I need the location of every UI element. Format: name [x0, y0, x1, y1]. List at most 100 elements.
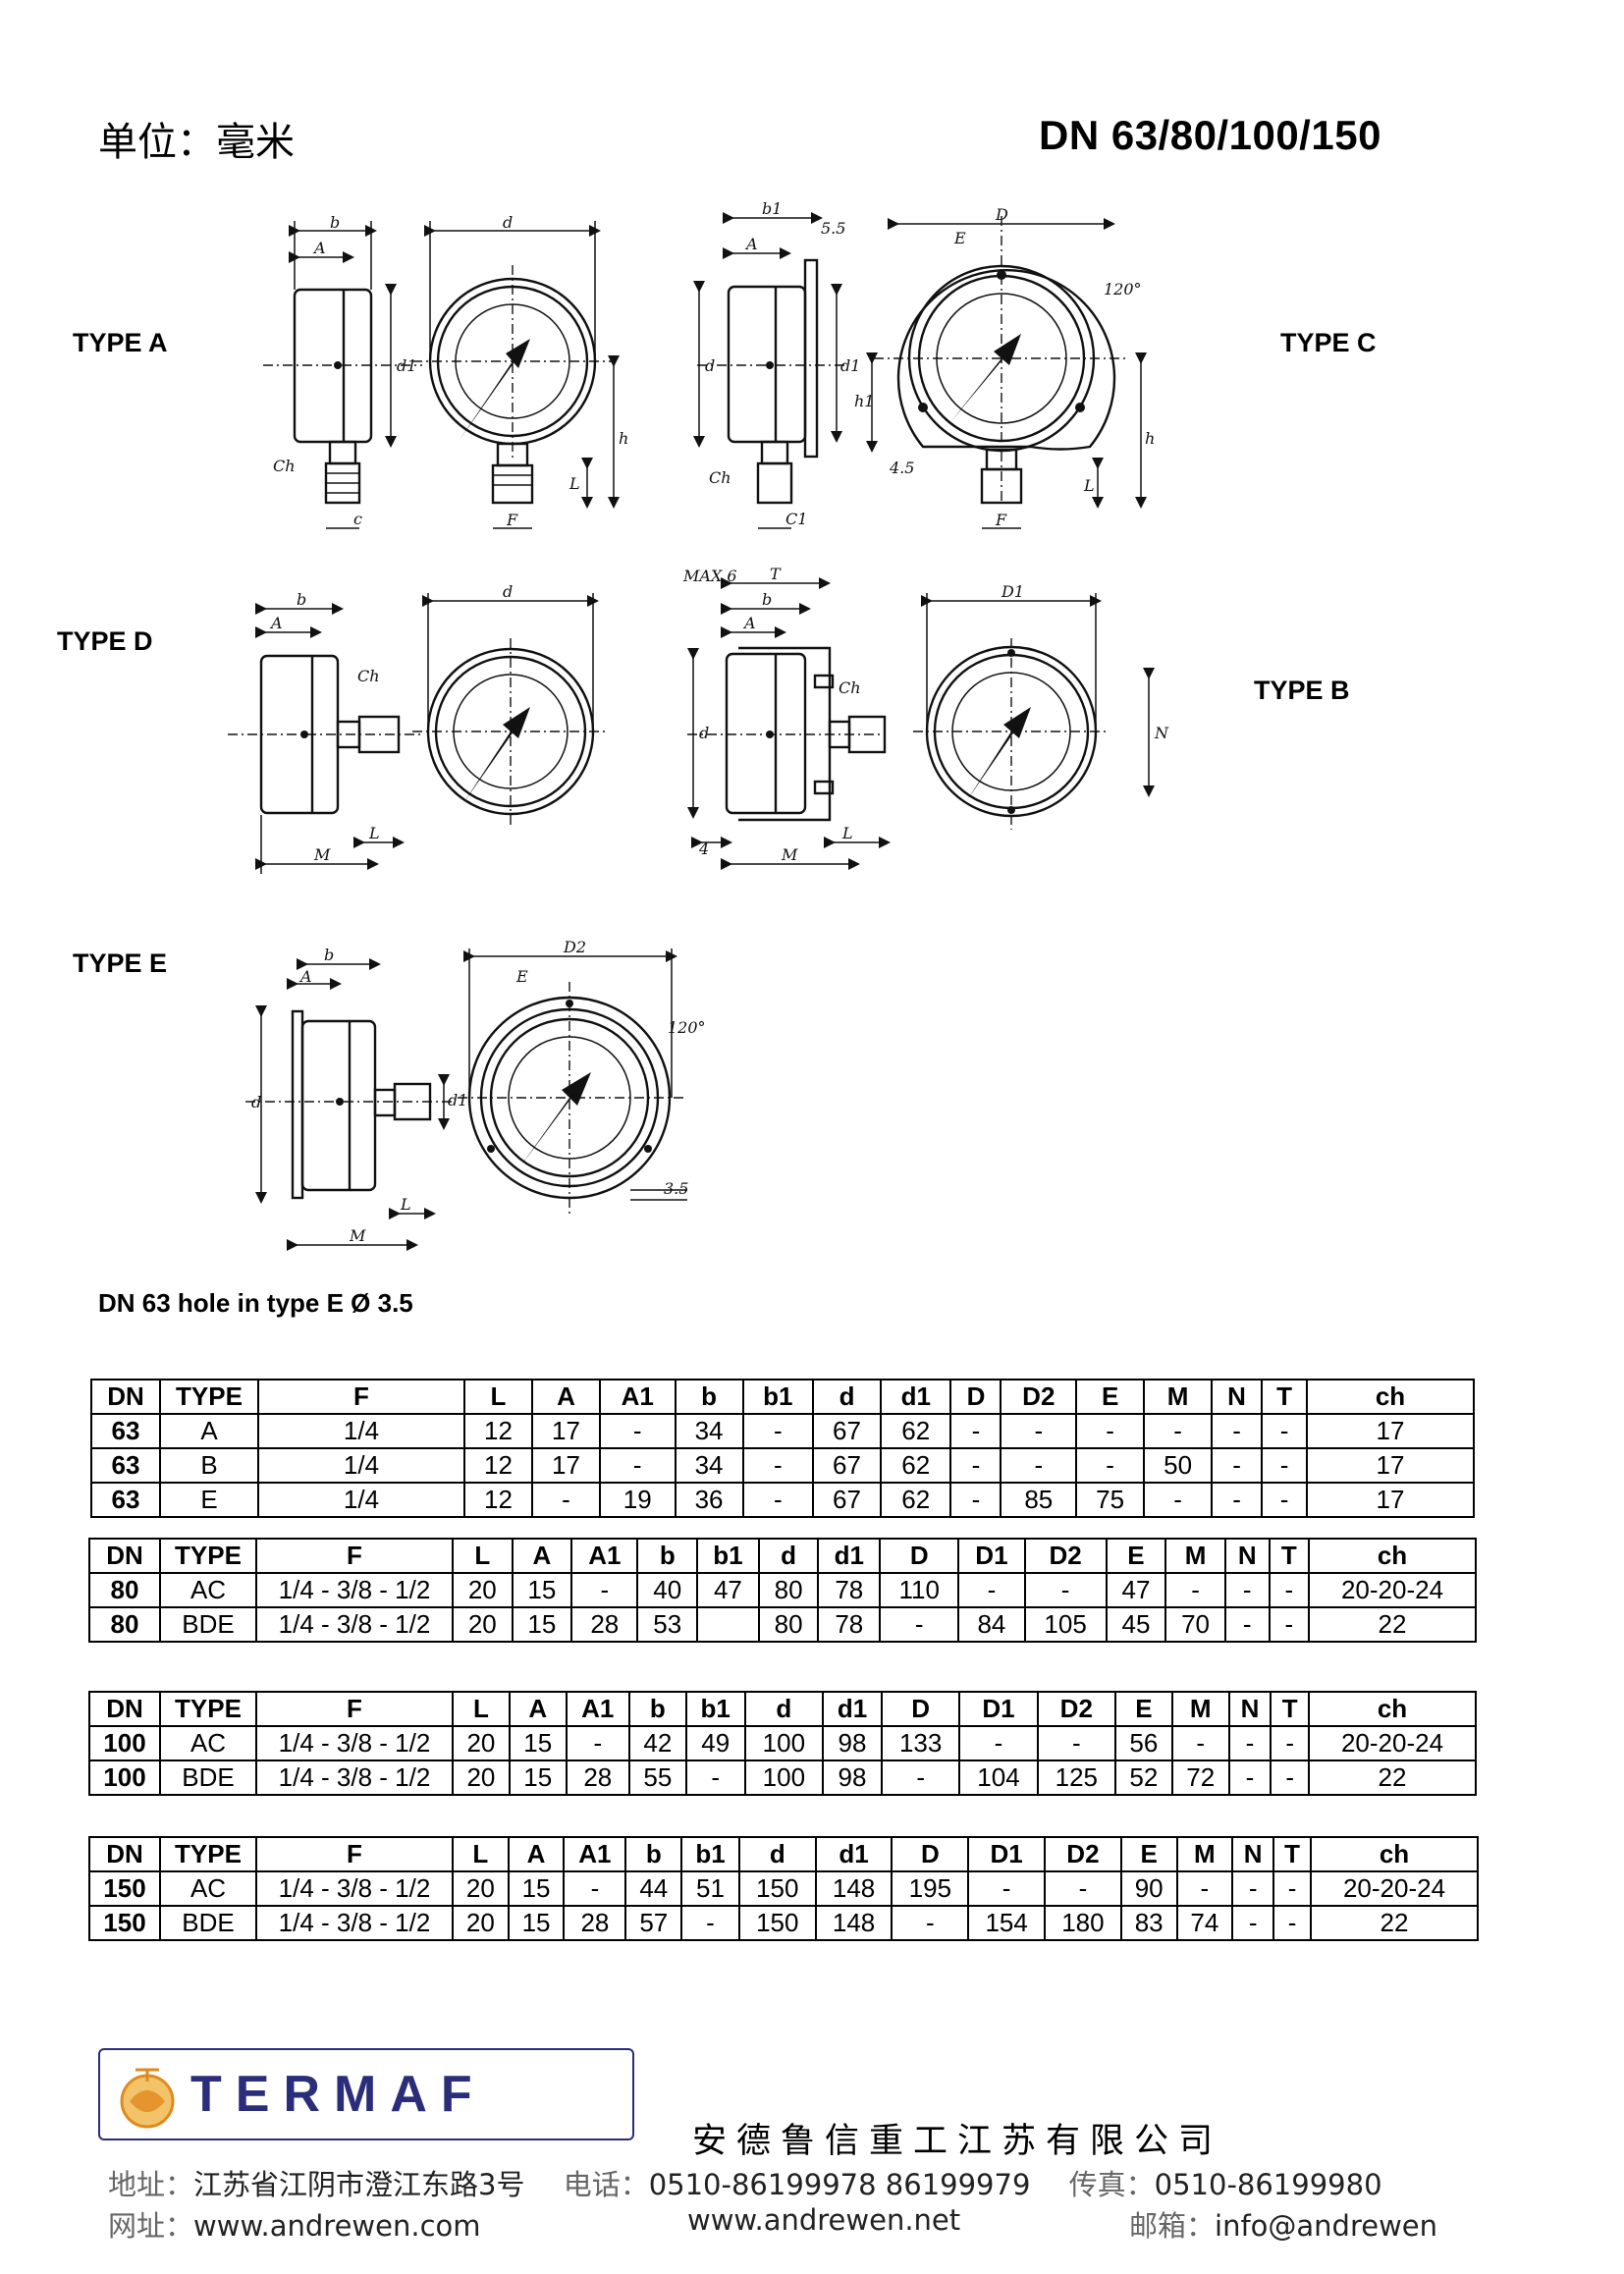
cell: 50: [1143, 1447, 1214, 1484]
cell: 67: [812, 1447, 882, 1484]
col-d-big: D: [880, 1691, 961, 1727]
cell: 15: [511, 1572, 573, 1608]
dim-d1-e: d1: [448, 1091, 467, 1110]
cell: -: [1272, 1905, 1312, 1941]
cell: -: [1023, 1572, 1108, 1608]
website-2[interactable]: www.andrewen.net: [687, 2203, 961, 2237]
cell: -: [1143, 1413, 1214, 1449]
cell: -: [1261, 1447, 1308, 1484]
cell: -: [598, 1447, 677, 1484]
cell: 20: [452, 1905, 510, 1941]
col-dn: DN: [88, 1836, 161, 1872]
cell: 45: [1105, 1606, 1167, 1643]
dimension-drawings: b A d1 Ch c d h L F: [228, 199, 1169, 1251]
type-b-drawing: MAX 6 T b A d Ch 4 M L D1 N: [682, 565, 1169, 870]
col-b1: b1: [680, 1836, 740, 1872]
cell: -: [598, 1413, 677, 1449]
dim-a-b: A: [742, 614, 756, 632]
cell: -: [1227, 1760, 1272, 1796]
type-c-label: TYPE C: [1280, 328, 1377, 357]
dim-4-5: 4.5: [889, 459, 914, 477]
col-d: d: [743, 1691, 825, 1727]
cell: -: [684, 1760, 746, 1796]
cell: -: [1044, 1870, 1122, 1907]
cell: -: [957, 1572, 1026, 1608]
col-f: F: [255, 1836, 454, 1872]
cell: 12: [463, 1413, 533, 1449]
dim-m-d: M: [313, 845, 331, 864]
cell: 28: [563, 1905, 627, 1941]
cell: 1/4 - 3/8 - 1/2: [255, 1760, 454, 1796]
cell: 100: [88, 1760, 161, 1796]
dim-b-e: b: [324, 946, 334, 964]
cell: -: [1231, 1905, 1275, 1941]
cell: -: [1170, 1725, 1230, 1761]
type-a-label: TYPE A: [73, 328, 168, 357]
dim-b1: b1: [762, 199, 782, 218]
cell: -: [565, 1725, 630, 1761]
cell: 17: [530, 1413, 601, 1449]
cell: 28: [565, 1760, 630, 1796]
cell: -: [1223, 1606, 1271, 1643]
col-t: T: [1268, 1538, 1311, 1574]
cell: -: [530, 1482, 601, 1518]
email[interactable]: info@andrewen: [1215, 2209, 1438, 2243]
cell: -: [680, 1905, 740, 1941]
cell: 148: [814, 1870, 893, 1907]
col-n: N: [1211, 1379, 1264, 1415]
col-a1: A1: [570, 1538, 639, 1574]
col-b1: b1: [684, 1691, 746, 1727]
col-d-big: D: [879, 1538, 960, 1574]
cell: 63: [90, 1482, 161, 1518]
cell: 56: [1113, 1725, 1173, 1761]
dim-n-b: N: [1154, 724, 1169, 742]
col-e: E: [1113, 1691, 1173, 1727]
type-b-label: TYPE B: [1254, 676, 1350, 705]
col-l: L: [452, 1836, 510, 1872]
col-type: TYPE: [159, 1836, 257, 1872]
cell: 63: [90, 1413, 161, 1449]
col-dn: DN: [90, 1379, 161, 1415]
cell: -: [1036, 1725, 1116, 1761]
cell: 44: [624, 1870, 683, 1907]
cell: [696, 1606, 760, 1643]
website-1[interactable]: www.andrewen.com: [193, 2209, 481, 2243]
dim-e-c: E: [953, 229, 966, 247]
dim-5-5: 5.5: [821, 219, 845, 238]
cell: 98: [822, 1725, 883, 1761]
col-d-big: D: [891, 1836, 970, 1872]
cell: 22: [1308, 1606, 1477, 1643]
col-type: TYPE: [159, 1538, 257, 1574]
col-e: E: [1075, 1379, 1146, 1415]
cell: 110: [879, 1572, 960, 1608]
type-e-drawing: b A d d1 M L D2 E 120° 3.5: [245, 938, 706, 1251]
col-a1: A1: [598, 1379, 677, 1415]
table-header-row: DN TYPE F L A A1 b b1 d d1 D D2 E M N T …: [90, 1379, 1475, 1415]
dim-f-c: F: [995, 511, 1007, 529]
cell: 70: [1164, 1606, 1226, 1643]
cell: -: [880, 1760, 961, 1796]
dim-3-5: 3.5: [664, 1179, 688, 1198]
hole-note: DN 63 hole in type E Ø 3.5: [98, 1288, 413, 1318]
cell: 148: [814, 1905, 893, 1941]
cell: -: [1270, 1725, 1310, 1761]
cell: BDE: [159, 1606, 257, 1643]
col-e: E: [1105, 1538, 1167, 1574]
col-t: T: [1270, 1691, 1310, 1727]
col-d1: d1: [879, 1379, 952, 1415]
dim-m-b: M: [781, 845, 798, 864]
dim-ch-d: Ch: [357, 667, 380, 685]
cell: 84: [957, 1606, 1026, 1643]
dim-c1: C1: [785, 510, 807, 528]
email-label: 邮箱：: [1129, 2209, 1216, 2243]
cell: 104: [958, 1760, 1039, 1796]
cell: -: [879, 1606, 960, 1643]
col-d1-big: D1: [957, 1538, 1026, 1574]
company-name: 安德鲁信重工江苏有限公司: [692, 2122, 1223, 2161]
phone: 0510-86199978 86199979: [648, 2168, 1031, 2201]
type-c-drawing: b1 5.5 A d d1 Ch C1 D E 120° h1 h 4.5 L …: [693, 199, 1155, 529]
col-d2: D2: [1000, 1379, 1078, 1415]
